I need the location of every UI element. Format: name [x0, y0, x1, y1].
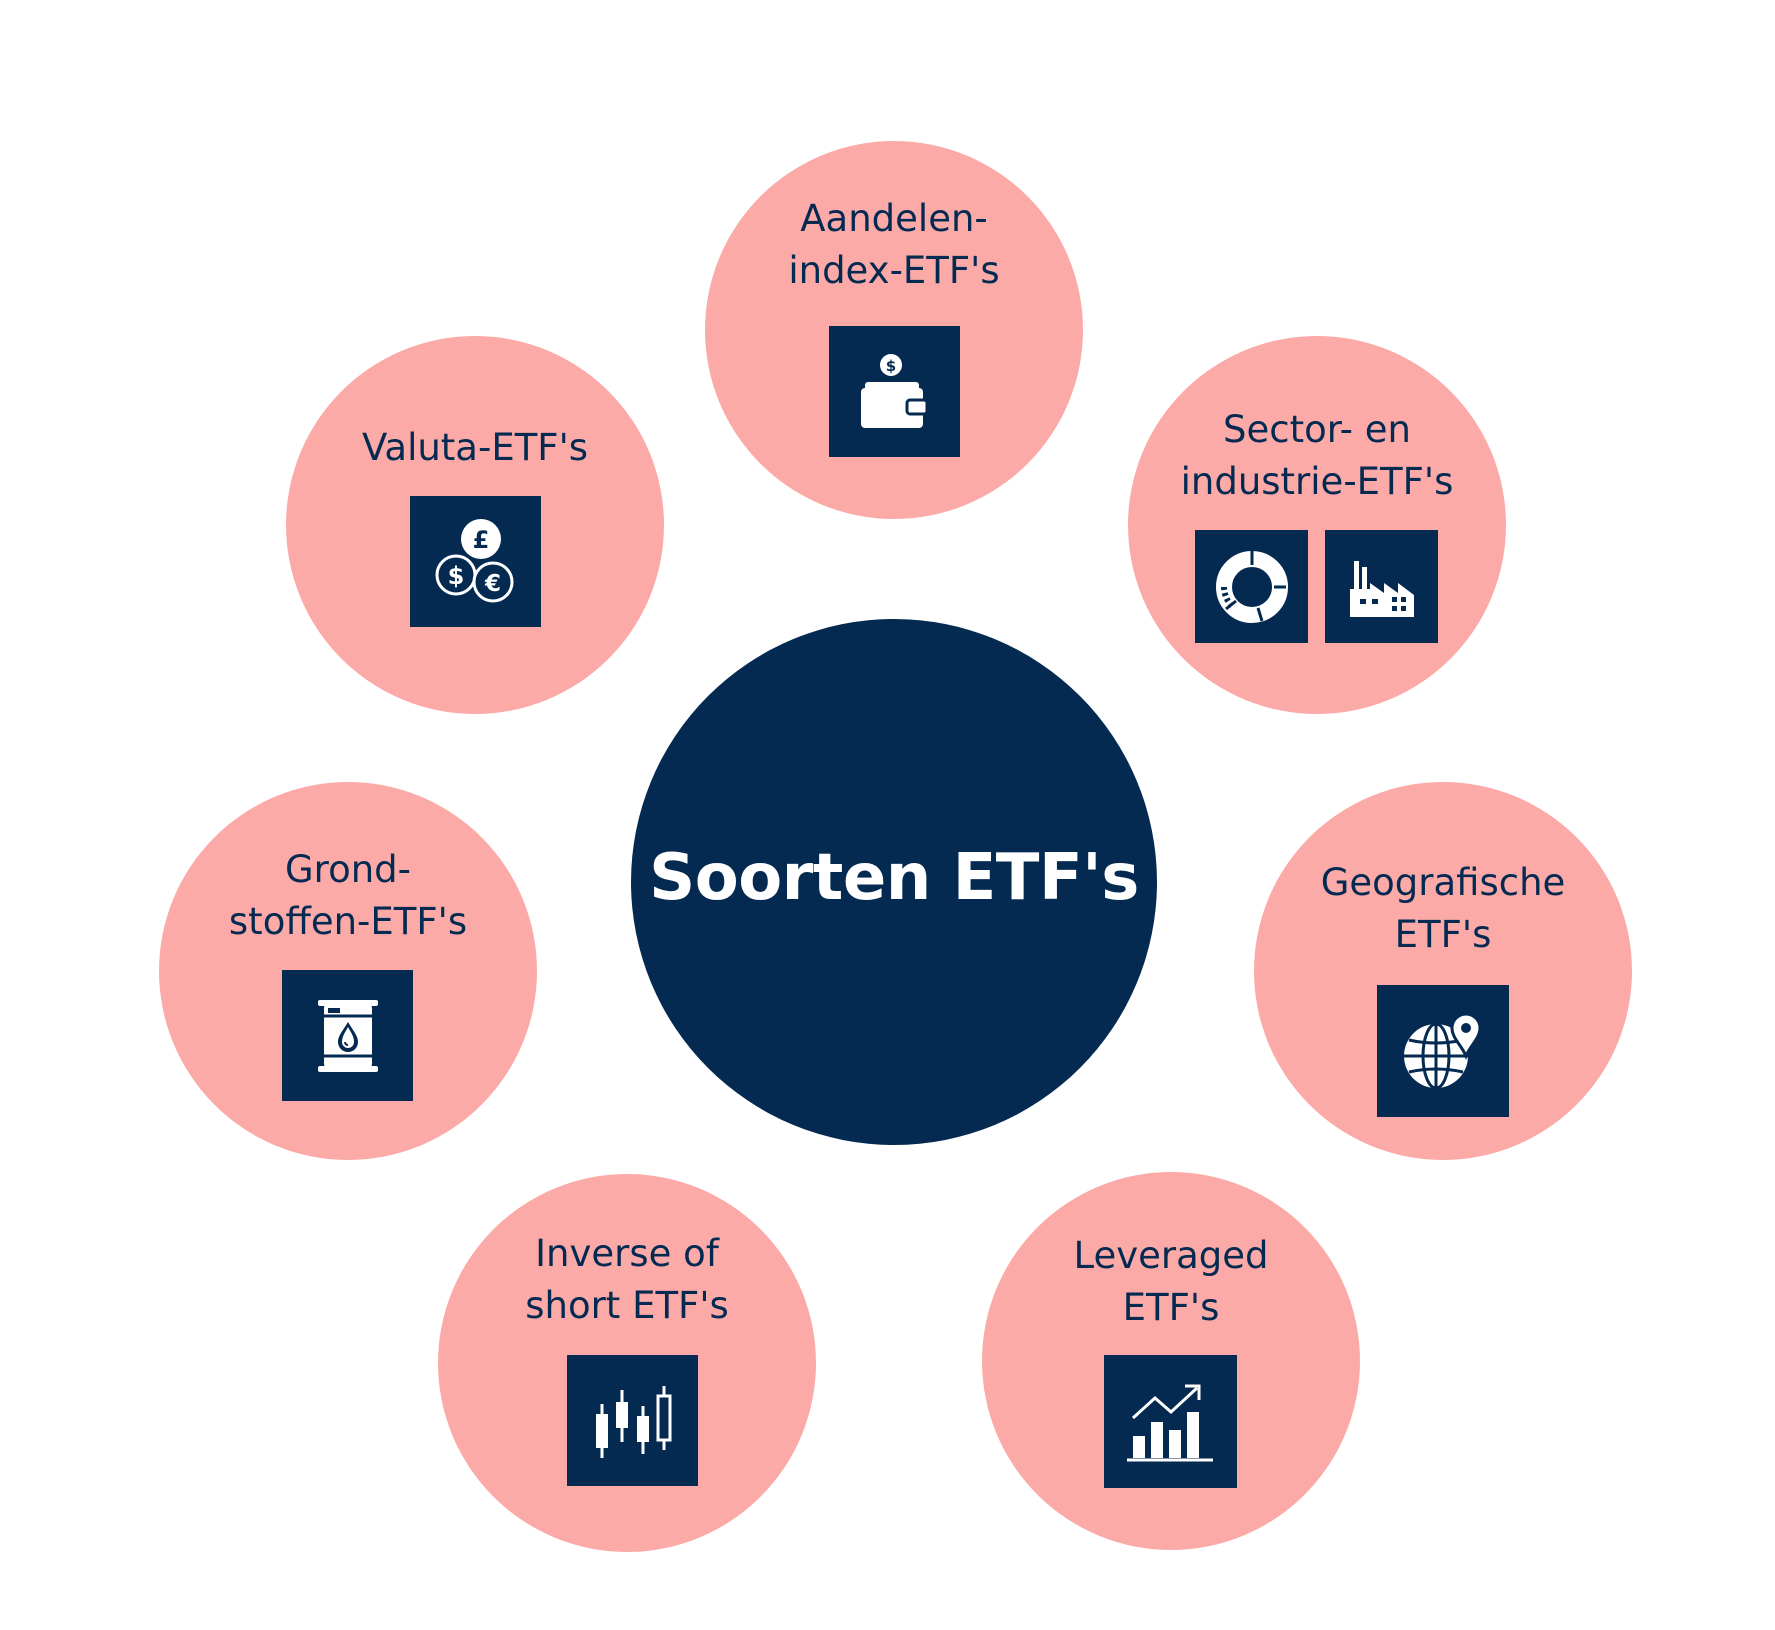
node-label: Inverse of short ETF's — [418, 1228, 836, 1332]
node-geographic-etfs: Geografische ETF's — [1254, 782, 1632, 1160]
node-label-line: stoffen-ETF's — [228, 900, 468, 943]
center-circle: Soorten ETF's — [631, 619, 1157, 1145]
node-label-line: short ETF's — [525, 1284, 729, 1327]
node-label: Valuta-ETF's — [266, 422, 684, 474]
node-leveraged-etfs: Leveraged ETF's — [982, 1172, 1360, 1550]
oil-barrel-icon — [282, 970, 413, 1101]
node-commodity-etfs: Grond- stoffen-ETF's — [159, 782, 537, 1160]
node-label-line: Valuta-ETF's — [361, 426, 589, 469]
node-label-line: Sector- en — [1223, 408, 1411, 451]
wallet-coin-icon: $ — [829, 326, 960, 457]
node-sector-industry-etfs: Sector- en industrie-ETF's — [1128, 336, 1506, 714]
node-label: Leveraged ETF's — [962, 1230, 1380, 1334]
node-label-line: Aandelen- — [800, 197, 988, 240]
growth-chart-icon — [1104, 1355, 1237, 1488]
node-label-line: index-ETF's — [788, 249, 1000, 292]
node-label-line: ETF's — [1122, 1286, 1220, 1329]
candlestick-icon — [567, 1355, 698, 1486]
svg-text:$: $ — [885, 357, 895, 375]
svg-text:€: € — [483, 571, 500, 597]
currency-coins-icon: £ $ € — [410, 496, 541, 627]
globe-location-icon — [1377, 985, 1509, 1117]
node-label-line: Leveraged — [1073, 1234, 1269, 1277]
node-label-line: industrie-ETF's — [1180, 460, 1454, 503]
node-label: Geografische ETF's — [1234, 857, 1652, 961]
node-label-line: ETF's — [1394, 913, 1492, 956]
node-inverse-short-etfs: Inverse of short ETF's — [438, 1174, 816, 1552]
center-title: Soorten ETF's — [649, 841, 1139, 915]
node-label: Grond- stoffen-ETF's — [139, 844, 557, 948]
node-label: Sector- en industrie-ETF's — [1108, 404, 1526, 508]
node-label: Aandelen- index-ETF's — [685, 193, 1103, 297]
node-label-line: Grond- — [285, 848, 411, 891]
factory-icon — [1325, 530, 1438, 643]
svg-text:$: $ — [447, 562, 464, 590]
node-label-line: Inverse of — [535, 1232, 719, 1275]
node-equity-index-etfs: Aandelen- index-ETF's $ — [705, 141, 1083, 519]
node-label-line: Geografische — [1320, 861, 1566, 904]
svg-text:£: £ — [472, 526, 489, 554]
node-currency-etfs: Valuta-ETF's £ $ € — [286, 336, 664, 714]
donut-chart-icon — [1195, 530, 1308, 643]
